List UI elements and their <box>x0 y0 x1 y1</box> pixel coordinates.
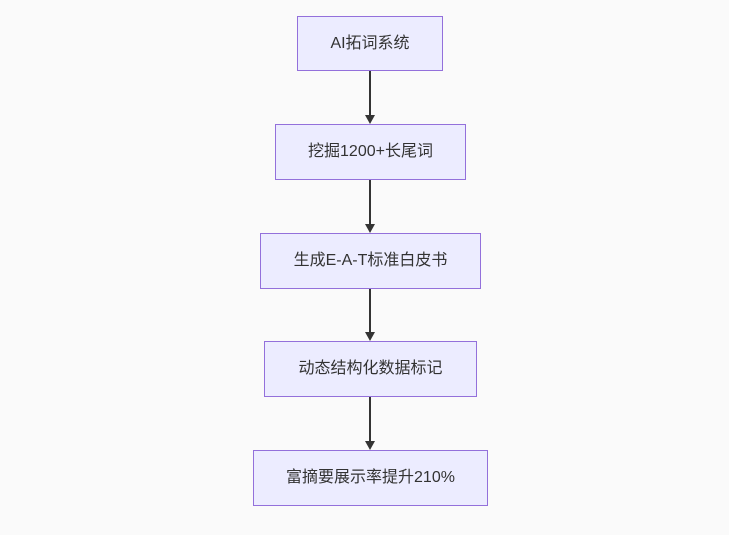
arrow-line <box>369 289 371 333</box>
arrow-head-icon <box>365 115 375 124</box>
flow-arrow-4 <box>364 397 376 450</box>
arrow-head-icon <box>365 224 375 233</box>
arrow-line <box>369 180 371 225</box>
flow-node-ai-word-expansion-system: AI拓词系统 <box>297 16 443 71</box>
arrow-line <box>369 71 371 116</box>
flow-arrow-2 <box>364 180 376 233</box>
arrow-line <box>369 397 371 442</box>
arrow-head-icon <box>365 441 375 450</box>
flow-node-rich-snippet-rate-increase: 富摘要展示率提升210% <box>253 450 488 506</box>
flow-node-dynamic-structured-data-markup: 动态结构化数据标记 <box>264 341 477 397</box>
flow-arrow-1 <box>364 71 376 124</box>
flow-arrow-3 <box>364 289 376 341</box>
flow-node-mine-longtail-keywords: 挖掘1200+长尾词 <box>275 124 466 180</box>
arrow-head-icon <box>365 332 375 341</box>
flow-node-generate-eat-whitepaper: 生成E-A-T标准白皮书 <box>260 233 481 289</box>
